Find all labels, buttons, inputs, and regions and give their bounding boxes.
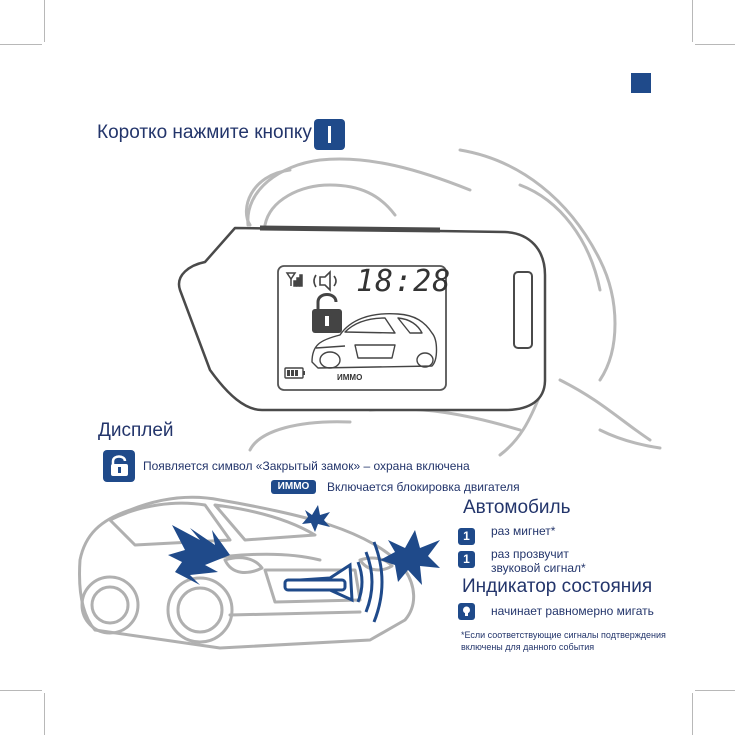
crop-mark: [0, 690, 42, 691]
flash-description: раз мигнет*: [491, 524, 556, 538]
lock-icon: [103, 450, 135, 482]
display-section-title: Дисплей: [98, 420, 174, 441]
crop-mark: [44, 0, 45, 42]
indicator-section-title: Индикатор состояния: [462, 576, 653, 597]
crop-mark: [695, 44, 735, 45]
crop-mark: [0, 44, 42, 45]
crop-mark: [44, 693, 45, 735]
crop-mark: [695, 690, 735, 691]
led-indicator-icon: [458, 603, 475, 620]
button-one-icon: [314, 119, 345, 150]
immo-badge: ИММО: [271, 480, 316, 494]
crop-mark: [692, 0, 693, 42]
siren-description-line2: звуковой сигнал*: [491, 561, 586, 575]
lock-description: Появляется символ «Закрытый замок» – охр…: [143, 459, 470, 473]
immo-description: Включается блокировка двигателя: [327, 480, 520, 494]
immo-label: ИММО: [337, 373, 363, 382]
crop-mark: [692, 693, 693, 735]
section-marker: [631, 73, 651, 93]
footnote-line2: включены для данного события: [461, 642, 595, 652]
siren-description-line1: раз прозвучит: [491, 547, 569, 561]
clock-display: 18:28: [356, 264, 452, 299]
page-title: Коротко нажмите кнопку: [97, 122, 312, 143]
flash-count-badge: 1: [458, 528, 475, 545]
indicator-description: начинает равномерно мигать: [491, 604, 654, 618]
siren-count-badge: 1: [458, 551, 475, 568]
car-section-title: Автомобиль: [463, 497, 571, 518]
footnote-line1: *Если соответствующие сигналы подтвержде…: [461, 630, 666, 640]
